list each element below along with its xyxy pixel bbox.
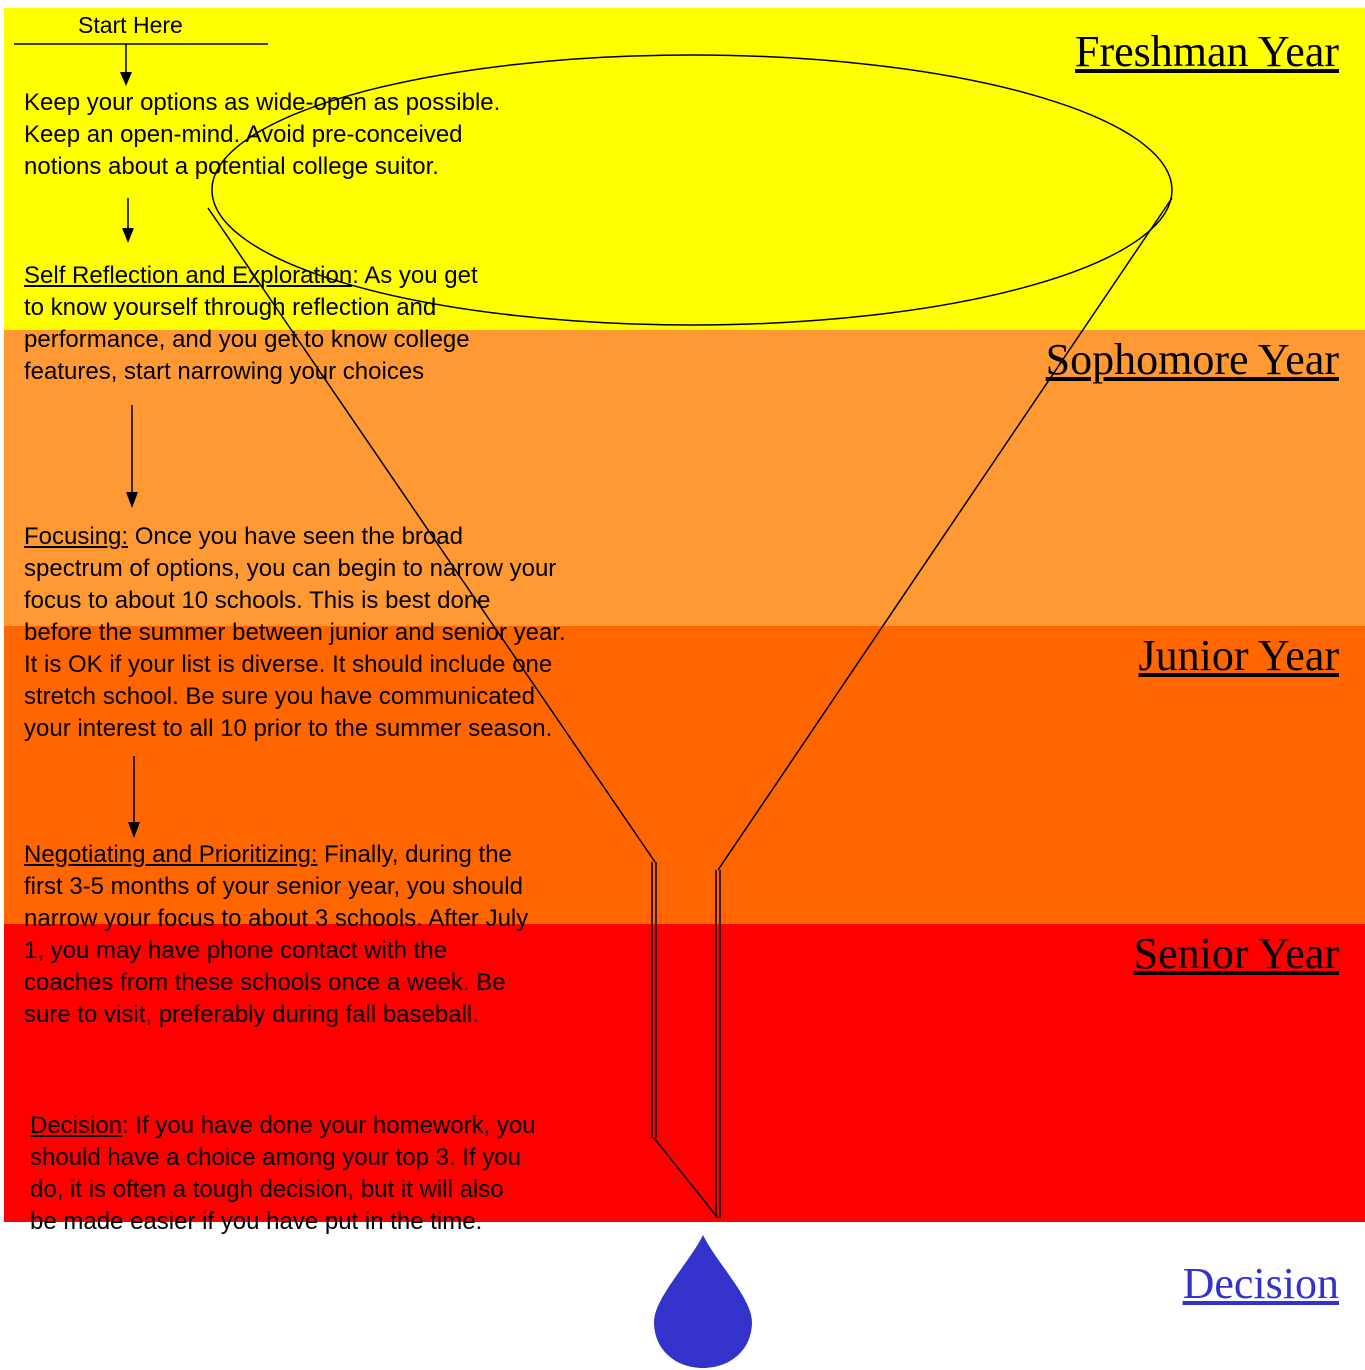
- step-reflection-line: features, start narrowing your choices: [24, 358, 425, 385]
- step-negotiating-line: sure to visit, preferably during fall ba…: [24, 1001, 479, 1028]
- step-focusing-line: It is OK if your list is diverse. It sho…: [24, 651, 553, 678]
- step-focusing-line: stretch school. Be sure you have communi…: [24, 683, 535, 710]
- step-focusing-line: focus to about 10 schools. This is best …: [24, 587, 491, 614]
- arrow-down-icon: [122, 198, 134, 243]
- step-reflection-line: performance, and you get to know college: [24, 326, 470, 353]
- arrow-down-icon: [120, 44, 132, 86]
- freshman-band: [4, 8, 1365, 330]
- funnel-rim: [211, 54, 1173, 326]
- arrow-down-icon: [128, 756, 140, 838]
- step-open-line: Keep an open-mind. Avoid pre-conceived: [24, 121, 463, 148]
- step-focusing-heading: Focusing:: [24, 523, 129, 550]
- senior-year-label[interactable]: Senior Year: [1133, 929, 1339, 978]
- step-negotiating-heading: Negotiating and Prioritizing:: [24, 841, 318, 868]
- step-decision-heading: Decision: [30, 1112, 123, 1139]
- step-focusing-first: Once you have seen the broad: [128, 523, 463, 550]
- step-reflection-line: to know yourself through reflection and: [24, 294, 437, 321]
- step-decision-line: should have a choice among your top 3. I…: [30, 1144, 521, 1171]
- step-focusing-line: spectrum of options, you can begin to na…: [24, 555, 557, 582]
- step-focusing-text: Focusing: Once you have seen the broad s…: [24, 521, 566, 745]
- step-negotiating-line: narrow your focus to about 3 schools. Af…: [24, 905, 529, 932]
- step-reflection-first: : As you get: [352, 262, 478, 289]
- step-negotiating-text: Negotiating and Prioritizing: Finally, d…: [24, 839, 528, 1031]
- step-focusing-line: your interest to all 10 prior to the sum…: [24, 715, 553, 742]
- junior-band: [4, 626, 1365, 924]
- step-decision-first: : If you have done your homework, you: [122, 1112, 536, 1139]
- sophomore-band: [4, 330, 1365, 626]
- step-open-line: Keep your options as wide-open as possib…: [24, 89, 501, 116]
- step-negotiating-line: first 3-5 months of your senior year, yo…: [24, 873, 523, 900]
- step-open-line: notions about a potential college suitor…: [24, 153, 439, 180]
- junior-year-label[interactable]: Junior Year: [1138, 631, 1339, 680]
- freshman-year-label[interactable]: Freshman Year: [1075, 27, 1339, 76]
- step-negotiating-first: Finally, during the: [317, 841, 512, 868]
- step-decision-text: Decision: If you have done your homework…: [30, 1110, 536, 1238]
- funnel-body: [207, 197, 1173, 1219]
- step-negotiating-line: coaches from these schools once a week. …: [24, 969, 506, 996]
- step-open-text: Keep your options as wide-open as possib…: [24, 87, 500, 183]
- senior-band: [4, 924, 1365, 1222]
- step-decision-line: be made easier if you have put in the ti…: [30, 1208, 483, 1235]
- step-negotiating-line: 1, you may have phone contact with the: [24, 937, 447, 964]
- step-decision-line: do, it is often a tough decision, but it…: [30, 1176, 504, 1203]
- decision-link[interactable]: Decision: [1182, 1259, 1339, 1308]
- arrow-down-icon: [126, 405, 138, 508]
- start-here-label: Start Here: [78, 12, 183, 38]
- step-focusing-line: before the summer between junior and sen…: [24, 619, 566, 646]
- decision-drop-icon: [654, 1235, 752, 1368]
- sophomore-year-label[interactable]: Sophomore Year: [1045, 335, 1339, 384]
